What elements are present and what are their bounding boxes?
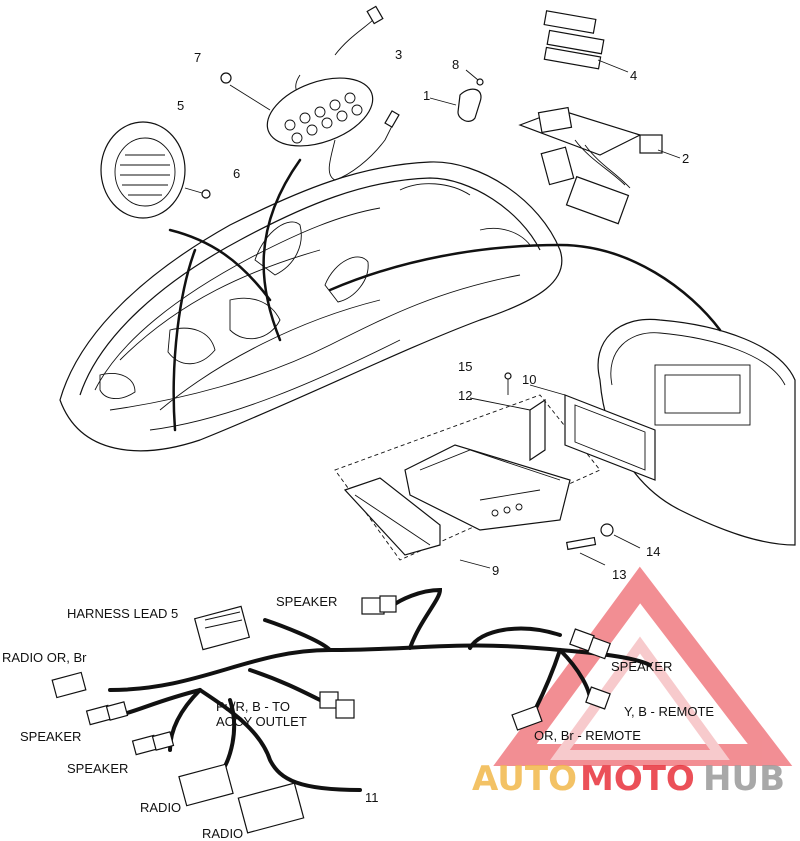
harness-labels: HARNESS LEAD 5 SPEAKER RADIO OR, Br Pu/R… (2, 594, 714, 841)
part-number-1: 1 (423, 88, 430, 103)
label-y-b-remote: Y, B - REMOTE (624, 704, 714, 719)
label-radio-or-br: RADIO OR, Br (2, 650, 87, 665)
label-radio-2: RADIO (202, 826, 243, 841)
part-number-8: 8 (452, 57, 459, 72)
boat-hull-illustration (59, 161, 563, 452)
radio-assembly (334, 372, 656, 569)
part-number-5: 5 (177, 98, 184, 113)
part-number-14: 14 (646, 544, 660, 559)
dash-panel-illustration (597, 318, 796, 546)
radio-chassis (404, 444, 571, 531)
label-pu-r-b-line2: ACCY OUTLET (216, 714, 307, 729)
part-number-7: 7 (194, 50, 201, 65)
part-number-3: 3 (395, 47, 402, 62)
part-number-13: 13 (612, 567, 626, 582)
label-radio-1: RADIO (140, 800, 181, 815)
part-number-10: 10 (522, 372, 536, 387)
remote-keypad-part (266, 5, 400, 181)
label-pu-r-b-line1: Pu/R, B - TO (216, 699, 290, 714)
washer-part-7 (220, 72, 271, 111)
bracket-part-12 (529, 398, 546, 462)
speaker-grille-part (100, 121, 186, 219)
part-number-15: 15 (458, 359, 472, 374)
bezel-part-10 (564, 394, 656, 481)
screw-part-6 (184, 187, 211, 199)
watermark-hub: HUB (703, 759, 785, 799)
keypad-buttons (284, 92, 363, 144)
part-number-6: 6 (233, 166, 240, 181)
label-speaker-left2: SPEAKER (67, 761, 128, 776)
part-number-9: 9 (492, 563, 499, 578)
label-speaker-left1: SPEAKER (20, 729, 81, 744)
screw-part-15 (504, 372, 512, 395)
radio-faceplate (343, 477, 441, 556)
clamp-part-1 (429, 88, 482, 122)
part-number-11: 11 (365, 790, 379, 805)
watermark-text: AUTO MOTO HUB (472, 759, 785, 799)
watermark-auto: AUTO (472, 759, 577, 799)
label-harness-lead: HARNESS LEAD 5 (67, 606, 178, 621)
leader-lines (168, 158, 722, 432)
part-number-2: 2 (682, 151, 689, 166)
part-number-12: 12 (458, 388, 472, 403)
watermark-moto: MOTO (580, 759, 695, 799)
part-number-4: 4 (630, 68, 637, 83)
bolt-part-13 (565, 536, 606, 566)
component-part-4 (543, 10, 629, 73)
nut-part-14 (600, 523, 641, 549)
harness-module-part-2 (518, 106, 681, 225)
label-speaker-top: SPEAKER (276, 594, 337, 609)
label-or-br-remote: OR, Br - REMOTE (534, 728, 641, 743)
label-speaker-right: SPEAKER (611, 659, 672, 674)
harness-connectors (51, 595, 611, 834)
screw-part-8 (465, 69, 484, 86)
part-number-callouts: 1 2 3 4 5 6 7 8 9 10 11 12 13 14 15 (177, 47, 689, 805)
